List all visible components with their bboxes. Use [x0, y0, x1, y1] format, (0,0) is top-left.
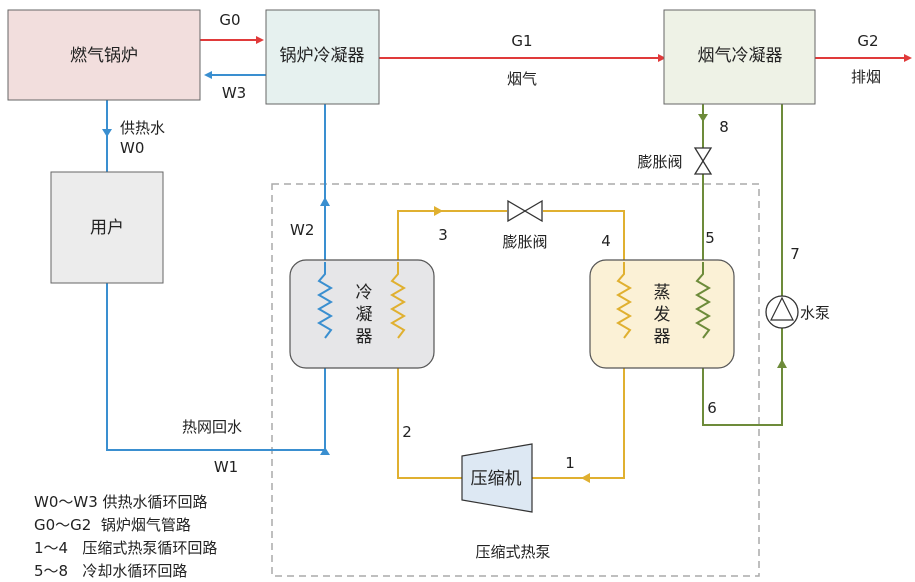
w2-arrow	[320, 197, 330, 206]
hp-line-4	[543, 210, 625, 262]
condenser-char-1: 冷	[356, 283, 373, 303]
condenser-refrigerant-coil-icon	[390, 262, 406, 339]
label-w1: W1	[214, 458, 238, 476]
heat-pump-region	[271, 183, 760, 577]
label-expansion-valve-top: 膨胀阀	[502, 233, 547, 251]
user-label: 用户	[90, 218, 124, 238]
label-point-5: 5	[705, 229, 715, 247]
hp-arrow-1	[581, 473, 590, 483]
evaporator-char-1: 蒸	[654, 283, 671, 303]
label-pump: 水泵	[800, 304, 830, 322]
label-point-8: 8	[719, 118, 729, 136]
gas-boiler: 燃气锅炉	[7, 9, 201, 101]
boiler-condenser: 锅炉冷凝器	[265, 9, 380, 105]
evaporator-char-2: 发	[654, 305, 671, 325]
user: 用户	[50, 171, 164, 284]
hp-line-3	[397, 210, 507, 262]
evaporator-refrigerant-coil-icon	[616, 262, 632, 339]
label-point-3: 3	[438, 226, 448, 244]
label-exhaust: 排烟	[851, 68, 881, 86]
label-point-7: 7	[790, 245, 800, 263]
label-heat-pump-region: 压缩式热泵	[475, 543, 550, 561]
hp-arrow-3	[434, 206, 443, 216]
w1-line	[106, 283, 326, 451]
label-g2: G2	[857, 32, 878, 50]
evaporator-water-coil-icon	[695, 262, 711, 339]
condenser: 冷 凝 器	[289, 259, 435, 369]
label-w0: W0	[120, 139, 144, 157]
label-point-6: 6	[707, 399, 717, 417]
flue-condenser: 烟气冷凝器	[663, 9, 816, 105]
boiler-condenser-label: 锅炉冷凝器	[280, 46, 365, 66]
label-point-2: 2	[402, 423, 412, 441]
label-supply-water: 供热水	[120, 119, 165, 137]
flue-condenser-label: 烟气冷凝器	[698, 46, 783, 66]
label-flue-gas: 烟气	[507, 70, 537, 88]
legend-item-4: 5～8 冷却水循环回路	[34, 562, 187, 580]
label-w3: W3	[222, 84, 246, 102]
w0-arrow	[102, 129, 112, 137]
condenser-char-2: 凝	[356, 305, 373, 325]
cw-arrow-6	[777, 359, 787, 368]
cw-arrow-8	[698, 114, 708, 122]
condenser-water-coil-icon	[317, 262, 333, 339]
legend-item-1: W0～W3 供热水循环回路	[34, 493, 208, 511]
legend: W0～W3 供热水循环回路 G0～G2 锅炉烟气管路 1～4 压缩式热泵循环回路…	[34, 493, 217, 580]
label-point-1: 1	[565, 454, 575, 472]
label-point-4: 4	[601, 232, 611, 250]
condenser-char-3: 器	[356, 327, 373, 347]
hp-line-1	[532, 338, 625, 479]
gas-boiler-label: 燃气锅炉	[70, 46, 138, 66]
label-g0: G0	[219, 11, 240, 29]
evaporator: 蒸 发 器	[589, 259, 735, 369]
compressor: 压缩机	[461, 443, 533, 513]
label-return-water: 热网回水	[182, 418, 242, 436]
hp-line-2	[397, 338, 462, 479]
legend-item-2: G0～G2 锅炉烟气管路	[34, 516, 191, 534]
label-w2: W2	[290, 221, 314, 239]
water-pump-icon	[765, 295, 799, 329]
label-g1: G1	[511, 32, 532, 50]
legend-item-3: 1～4 压缩式热泵循环回路	[34, 539, 217, 557]
evaporator-char-3: 器	[654, 327, 671, 347]
compressor-label: 压缩机	[471, 469, 522, 489]
expansion-valve-vertical-icon	[693, 147, 713, 175]
expansion-valve-icon	[507, 199, 543, 223]
cw-line-6	[702, 328, 783, 426]
label-expansion-valve-right: 膨胀阀	[637, 153, 682, 171]
w1-arrow	[320, 447, 330, 455]
